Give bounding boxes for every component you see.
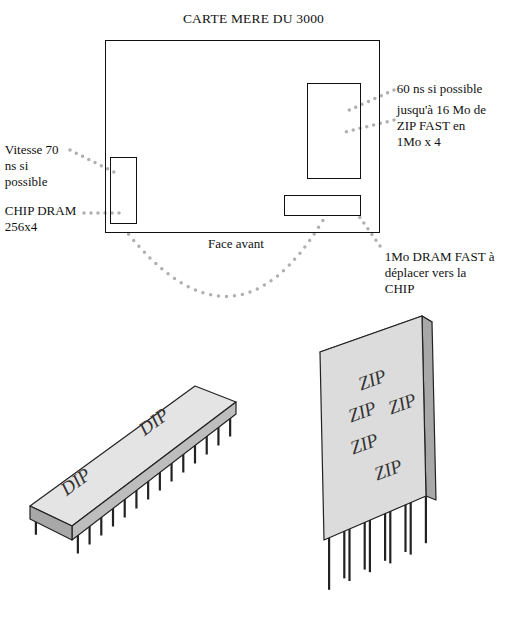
callout-text: CHIP DRAM 256x4 bbox=[5, 203, 85, 236]
leader-line bbox=[345, 90, 394, 112]
zip-pin bbox=[425, 490, 427, 543]
dip-side bbox=[30, 506, 72, 540]
dip-chip bbox=[30, 386, 236, 554]
zip-front bbox=[320, 316, 426, 540]
zip-pin bbox=[369, 514, 371, 572]
zip-chip bbox=[320, 316, 436, 590]
dip-front bbox=[72, 402, 236, 540]
zip-pin bbox=[389, 505, 391, 563]
zip-pin bbox=[343, 525, 345, 578]
motherboard-outline: CARTE MERE DU 3000Vitesse 70 ns si possi… bbox=[105, 40, 380, 233]
callout-text: 1Mo DRAM FAST à déplacer vers la CHIP bbox=[385, 249, 497, 298]
zip-pin bbox=[364, 517, 366, 570]
callout-text: 60 ns si possible bbox=[397, 81, 515, 97]
zip-pin bbox=[348, 523, 350, 581]
board-title: CARTE MERE DU 3000 bbox=[183, 11, 324, 28]
zip-pin bbox=[404, 499, 406, 552]
memory-area: 60 ns si possiblejusqu'à 16 Mo de ZIP FA… bbox=[307, 83, 361, 179]
board-label: Face avant bbox=[208, 236, 264, 252]
dip-top bbox=[30, 386, 236, 526]
leader-lines bbox=[70, 90, 394, 246]
callout-text: jusqu'à 16 Mo de ZIP FAST en 1Mo x 4 bbox=[397, 102, 491, 151]
zip-pin bbox=[410, 497, 412, 555]
leader-line bbox=[356, 212, 380, 246]
zip-pin bbox=[384, 508, 386, 561]
zip-pin bbox=[328, 532, 330, 590]
memory-area: Vitesse 70 ns si possibleCHIP DRAM 256x4 bbox=[110, 157, 137, 224]
move-path bbox=[124, 220, 323, 296]
callout-text: Vitesse 70 ns si possible bbox=[5, 142, 61, 191]
leader-line bbox=[345, 120, 394, 132]
memory-area: 1Mo DRAM FAST à déplacer vers la CHIP bbox=[284, 195, 361, 216]
leader-line bbox=[84, 211, 120, 215]
